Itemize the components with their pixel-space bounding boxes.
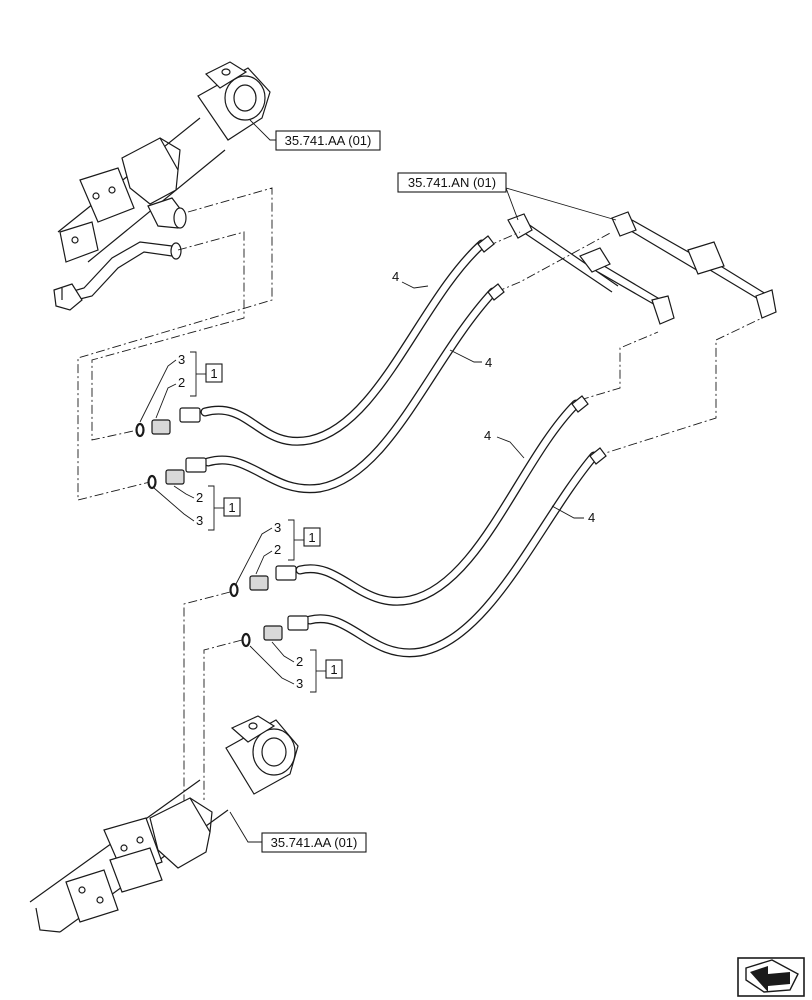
hose-end-fittings — [179, 235, 607, 631]
callout-label-kit: 1 — [210, 366, 217, 381]
bottom-cylinder — [29, 715, 299, 933]
callout-hose-1: 4 — [392, 269, 429, 289]
adapters — [151, 419, 283, 641]
callout-label-seal: 3 — [196, 513, 203, 528]
callout-group-d: 2 3 1 — [249, 641, 343, 693]
callout-label-adapter: 2 — [178, 375, 185, 390]
pipe-assembly — [507, 211, 777, 325]
ref-label-pipe-assembly: 35.741.AN (01) — [408, 175, 496, 190]
callout-label-kit: 1 — [330, 662, 337, 677]
callout-label-adapter: 2 — [296, 654, 303, 669]
callout-label-adapter: 2 — [196, 490, 203, 505]
callout-label-seal: 3 — [296, 676, 303, 691]
seals — [135, 422, 251, 648]
callout-label-seal: 3 — [274, 520, 281, 535]
hose-4 — [305, 451, 599, 658]
ref-box-pipe-assembly[interactable]: 35.741.AN (01) — [397, 172, 507, 193]
routing-lines — [77, 187, 763, 820]
callout-hose-3: 4 — [484, 428, 525, 459]
ref-box-bottom-cylinder[interactable]: 35.741.AA (01) — [261, 832, 367, 853]
ref-label-top-cylinder: 35.741.AA (01) — [285, 133, 372, 148]
callout-label-hose: 4 — [484, 428, 491, 443]
callout-label-seal: 3 — [178, 352, 185, 367]
callout-group-a: 3 2 1 — [139, 351, 223, 423]
callout-label-kit: 1 — [308, 530, 315, 545]
next-page-arrow-icon[interactable] — [737, 957, 805, 997]
callout-group-b: 2 3 1 — [153, 485, 241, 531]
hose-2 — [203, 287, 498, 494]
ref-label-bottom-cylinder: 35.741.AA (01) — [271, 835, 358, 850]
hose-1 — [200, 239, 487, 446]
callout-label-kit: 1 — [228, 500, 235, 515]
callout-label-hose: 4 — [485, 355, 492, 370]
hose-3 — [295, 399, 581, 606]
ref-box-top-cylinder[interactable]: 35.741.AA (01) — [275, 130, 381, 151]
callout-hose-2: 4 — [449, 349, 492, 370]
callout-label-adapter: 2 — [274, 542, 281, 557]
callout-label-hose: 4 — [588, 510, 595, 525]
callout-group-c: 3 2 1 — [235, 519, 321, 585]
callout-label-hose: 4 — [392, 269, 399, 284]
top-cylinder — [53, 61, 271, 311]
callout-hose-4: 4 — [551, 505, 595, 525]
